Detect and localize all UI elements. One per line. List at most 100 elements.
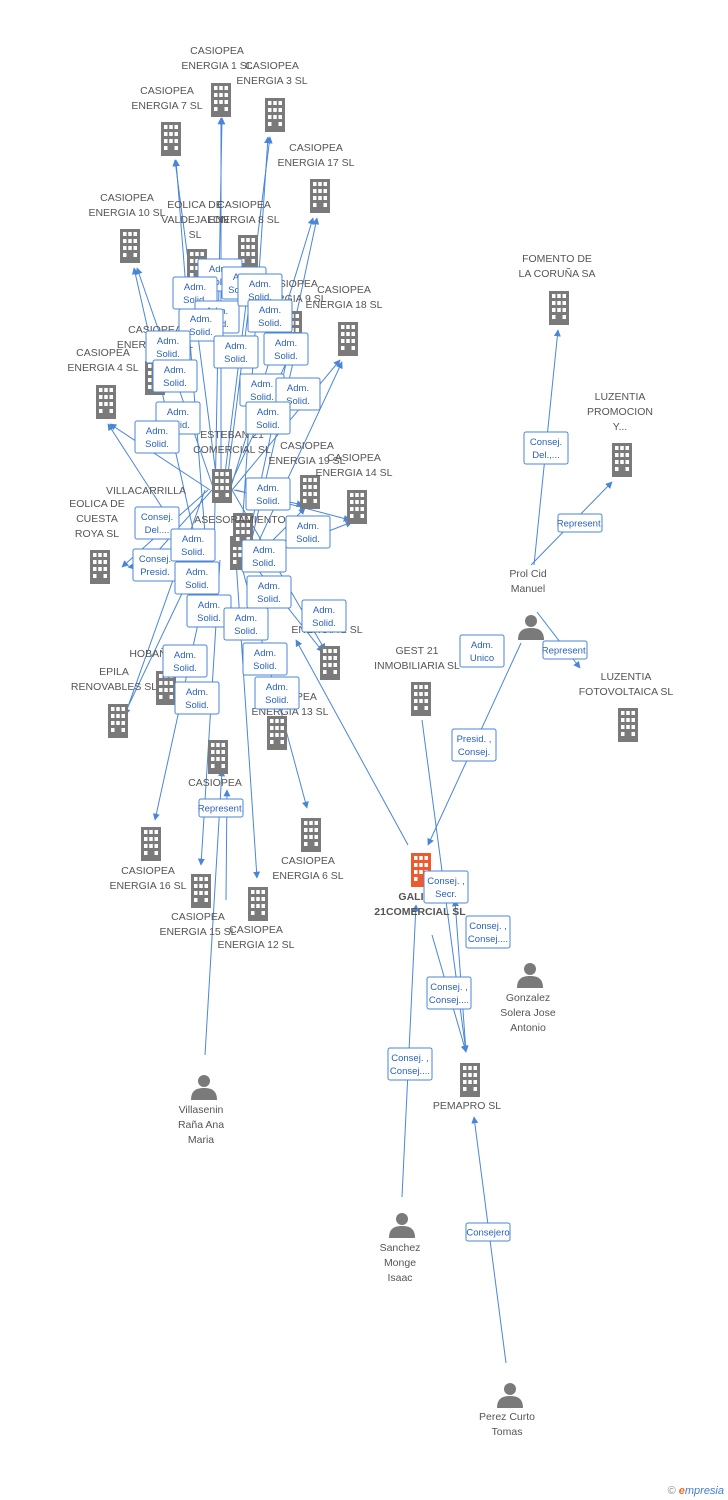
building-icon: [248, 887, 268, 921]
edge-label-box: [162, 644, 208, 678]
edge-label-box: [134, 420, 180, 454]
edge-label-text: Adm.Solid.: [258, 305, 282, 329]
edge-label[interactable]: Adm.Solid.: [170, 528, 216, 562]
edge-label-text: Adm.Solid.: [312, 605, 336, 629]
edge-label-box: [246, 575, 292, 609]
edge-label[interactable]: Adm.Solid.: [301, 599, 347, 633]
edge-label[interactable]: Adm.Solid.: [245, 477, 291, 511]
edge-label[interactable]: Adm.Solid.: [152, 359, 198, 393]
node-c5[interactable]: CASIOPEA: [188, 740, 242, 789]
edge-label[interactable]: Represent.: [198, 798, 244, 818]
edge-label[interactable]: Adm.Solid.: [213, 335, 259, 369]
edge-label[interactable]: Represent.: [557, 513, 603, 533]
edge-label[interactable]: Adm.Solid.: [242, 642, 288, 676]
node-villa[interactable]: VILLACARRILLA: [106, 485, 250, 570]
edge-labels-layer: Adm.Solid.Adm.Solid,...Adm.Solid.Adm.Sol…: [132, 258, 603, 1242]
node-pem[interactable]: PEMAPRO SL: [433, 1063, 501, 1112]
edge-label-text: Consej. ,Secr.: [427, 876, 465, 900]
edge-label-box: [451, 728, 497, 762]
edge-label[interactable]: Consej. ,Secr.: [423, 870, 469, 904]
building-icon: [212, 469, 232, 503]
edge-label[interactable]: Adm.Solid.: [246, 575, 292, 609]
edge-label[interactable]: Consej. ,Consej....: [465, 915, 511, 949]
edge-label[interactable]: Consej. ,Consej....: [426, 976, 472, 1010]
brand-e: e: [678, 1485, 685, 1497]
edge-label[interactable]: Adm.Solid.: [247, 299, 293, 333]
edge-label[interactable]: Adm.Solid.: [174, 561, 220, 595]
edge-label-text: Represent.: [557, 519, 603, 530]
edge-label[interactable]: Consej. ,Consej....: [387, 1047, 433, 1081]
edge-label[interactable]: Adm.Solid.: [223, 607, 269, 641]
edge-label[interactable]: Adm.Solid.: [237, 273, 283, 307]
edge-label-text: Presid. ,Consej.: [457, 734, 492, 758]
edge-label-box: [198, 798, 244, 818]
edge-label-box: [285, 515, 331, 549]
edge-label[interactable]: Adm.Solid.: [174, 681, 220, 715]
edge-label[interactable]: Adm.Solid.: [134, 420, 180, 454]
edge-label-box: [426, 976, 472, 1010]
edge-label[interactable]: Presid. ,Consej.: [451, 728, 497, 762]
building-icon: [549, 291, 569, 325]
edge-label-text: Adm.Solid.: [253, 648, 277, 672]
edge-label[interactable]: Adm.Solid.: [162, 644, 208, 678]
edge-label[interactable]: Consej.Del....: [134, 506, 180, 540]
building-icon: [301, 818, 321, 852]
edge-label[interactable]: Consej.Del.,...: [523, 431, 569, 465]
edge-line: [123, 489, 206, 716]
building-icon: [460, 1063, 480, 1097]
edge-label[interactable]: Adm.Solid.: [254, 676, 300, 710]
edge-label[interactable]: Adm.Solid.: [241, 539, 287, 573]
edge-label[interactable]: Adm.Unico: [459, 634, 505, 668]
edge-label[interactable]: Adm.Solid.: [263, 332, 309, 366]
edge-label[interactable]: Adm.Solid.: [245, 401, 291, 435]
edge-label-text: Consej.Del.,...: [530, 437, 562, 461]
edge-label[interactable]: Adm.Solid.: [145, 330, 191, 364]
edge-label[interactable]: Consej.Presid.: [132, 548, 178, 582]
edge-label[interactable]: Consejero: [465, 1222, 511, 1242]
footer-brand[interactable]: ©empresia: [668, 1485, 724, 1497]
edge-label[interactable]: Adm.Solid.: [285, 515, 331, 549]
node-hub3[interactable]: HOBAÑ: [129, 647, 176, 705]
edge-label-text: Adm.Solid.: [197, 600, 221, 624]
node-hub2[interactable]: ASESORAMIENTO: [194, 513, 286, 547]
person-icon: [497, 1383, 523, 1408]
node-label: PEMAPRO SL: [433, 1100, 501, 1112]
edge-line: [295, 639, 409, 846]
edge-label[interactable]: Represent.: [542, 640, 588, 660]
building-icon: [267, 716, 287, 750]
edge-label[interactable]: Adm.Solid.: [239, 373, 285, 407]
